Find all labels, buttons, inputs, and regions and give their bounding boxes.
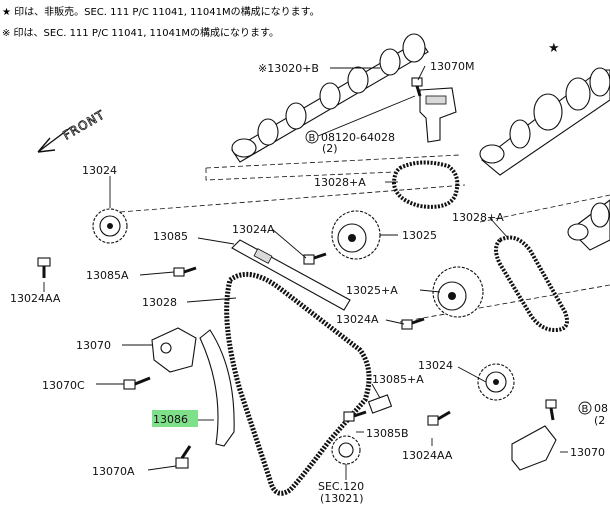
bolt-08120 (411, 77, 423, 97)
label-13024-right[interactable]: 13024 (418, 359, 453, 372)
label-08120-64028[interactable]: 08120-64028 (321, 131, 395, 144)
label-13025[interactable]: 13025 (402, 229, 437, 242)
label-13070c[interactable]: 13070C (42, 379, 85, 392)
label-13024aa-right[interactable]: 13024AA (402, 449, 453, 462)
camshaft-right-lower (567, 199, 610, 251)
bolt-13070a (175, 445, 192, 469)
label-08120-qty: (2) (322, 142, 338, 155)
sprocket-13024-right (477, 363, 515, 401)
ref-line-top (205, 154, 461, 169)
part-13070m (419, 87, 457, 143)
front-label: FRONT (61, 107, 108, 142)
label-13070m[interactable]: 13070M (430, 60, 474, 73)
crank-sprocket (331, 435, 361, 465)
bolt-13024aa-left (37, 257, 51, 278)
slack-guide-13086 (199, 329, 235, 447)
bolt-b-letter: B (309, 133, 316, 144)
label-13024aa-left[interactable]: 13024AA (10, 292, 61, 305)
chain-13028-main (224, 271, 372, 496)
camshaft-right (479, 67, 610, 176)
label-13085a-right[interactable]: 13085+A (372, 373, 424, 386)
tensioner-13070 (151, 327, 197, 373)
bolt-13024aa-right (427, 410, 451, 426)
label-13085b[interactable]: 13085B (366, 427, 409, 440)
label-13085[interactable]: 13085 (153, 230, 188, 243)
label-2-partial: (2 (594, 414, 605, 427)
sprocket-13025a (432, 266, 484, 318)
label-13028a-top[interactable]: 13028+A (314, 176, 366, 189)
bolt-b-circle-right-icon (578, 401, 592, 415)
label-13024a-mid[interactable]: 13024A (336, 313, 379, 326)
label-13070a[interactable]: 13070A (92, 465, 135, 478)
guide-13085a (367, 394, 393, 414)
bolt-13024a-top (303, 252, 327, 265)
label-08-partial[interactable]: 08 (594, 402, 608, 415)
tensioner-13070-right (511, 425, 557, 471)
bolt-13070c (123, 376, 151, 390)
ref-line-right2 (479, 194, 610, 223)
label-13024-top[interactable]: 13024 (82, 164, 117, 177)
label-13025a[interactable]: 13025+A (346, 284, 398, 297)
bolt-13085b (343, 410, 367, 422)
label-13024a-top[interactable]: 13024A (232, 223, 275, 236)
label-13070[interactable]: 13070 (76, 339, 111, 352)
label-sec120-ref: (13021) (320, 492, 364, 505)
note-line-2: ※ 印は、SEC. 111 P/C 11041, 11041Mの構成になります。 (2, 28, 279, 39)
label-13028a-right[interactable]: 13028+A (452, 211, 504, 224)
guide-13085 (231, 239, 351, 311)
leader-lines (43, 65, 568, 480)
label-13086[interactable]: 13086 (153, 413, 188, 426)
ref-line-right (399, 284, 610, 323)
highlight-13086 (152, 410, 198, 427)
label-13085a[interactable]: 13085A (86, 269, 129, 282)
bolt-b-right-letter: B (582, 404, 589, 415)
label-13070-right[interactable]: 13070 (570, 446, 605, 459)
bolt-b-circle-icon (305, 130, 319, 144)
chain-13028a-top (391, 160, 460, 209)
chain-13028a-right (494, 235, 569, 333)
bolt-13085a (173, 266, 197, 277)
sprocket-13024-left (92, 208, 128, 244)
label-13028[interactable]: 13028 (142, 296, 177, 309)
sprocket-13025 (331, 210, 381, 260)
ref-line-mid (119, 184, 466, 213)
note-line-1: ★ 印は、非販売。SEC. 111 P/C 11041, 11041Mの構成にな… (2, 7, 320, 18)
camshaft-13020b (231, 33, 429, 163)
front-arrow-icon: FRONT (37, 107, 108, 153)
bolt-right (545, 399, 557, 421)
bolt-13024a-mid (401, 317, 425, 330)
ref-line-upper (205, 168, 396, 181)
label-sec120[interactable]: SEC.120 (318, 480, 364, 493)
star-marker: ★ (548, 41, 560, 56)
label-13020b[interactable]: ※13020+B (258, 62, 319, 75)
